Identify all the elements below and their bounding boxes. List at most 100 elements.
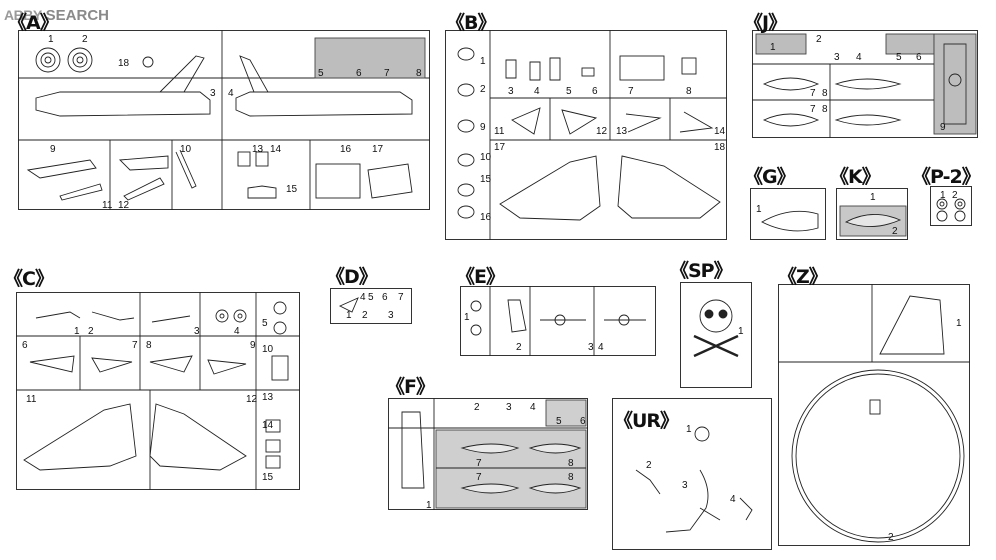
part-number-b-17: 17: [494, 142, 506, 153]
sprue-e-art: [470, 286, 646, 356]
part-number-a-8: 8: [416, 68, 422, 79]
part-number-f-1: 1: [426, 500, 432, 511]
part-number-d-3: 6: [382, 292, 388, 303]
label-sprue-j: 《J》: [744, 12, 787, 34]
sprue-frame-ur: [612, 398, 772, 550]
part-number-b-3: 3: [508, 86, 514, 97]
part-number-c-7: 7: [132, 340, 138, 351]
part-number-a-11: 11: [102, 200, 113, 211]
part-number-j-11: 9: [940, 122, 946, 133]
part-number-a-14: 14: [270, 144, 282, 155]
part-number-c-1: 1: [74, 326, 80, 337]
part-number-a-18: 18: [118, 58, 130, 69]
part-number-f-5: 5: [556, 416, 562, 427]
part-number-d-6: 2: [362, 310, 368, 321]
sprue-b-art: [457, 30, 727, 240]
label-sprue-f: 《F》: [386, 376, 435, 398]
part-number-f-9: 7: [476, 472, 482, 483]
part-number-p2-1: 1: [940, 190, 946, 201]
part-number-c-8: 8: [146, 340, 152, 351]
part-number-a-2: 2: [82, 34, 88, 45]
part-number-c-13: 13: [262, 392, 274, 403]
part-number-b-14: 14: [714, 126, 726, 137]
sprue-f-art: [388, 398, 588, 510]
part-number-a-16: 16: [340, 144, 352, 155]
sprue-j-art: [752, 33, 977, 138]
part-number-c-9: 9: [250, 340, 256, 351]
part-number-c-4: 4: [234, 326, 240, 337]
part-number-a-9: 9: [50, 144, 56, 155]
part-number-b-9: 9: [480, 122, 486, 133]
part-number-a-3: 3: [210, 88, 216, 99]
part-number-f-10: 8: [568, 472, 574, 483]
part-number-e-3: 3: [588, 342, 594, 353]
part-number-j-4: 4: [856, 52, 862, 63]
logo-mark: ABBY: [4, 7, 42, 23]
part-number-a-15: 15: [286, 184, 298, 195]
part-number-b-6: 6: [592, 86, 598, 97]
part-number-c-11: 11: [26, 394, 37, 405]
part-number-b-8: 8: [686, 86, 692, 97]
part-number-b-12: 12: [596, 126, 608, 137]
part-number-ur-2: 2: [646, 460, 652, 471]
part-number-j-9: 7: [810, 104, 816, 115]
part-number-g-1: 1: [756, 204, 762, 215]
part-number-f-6: 6: [580, 416, 586, 427]
part-number-d-7: 3: [388, 310, 394, 321]
part-number-f-7: 7: [476, 458, 482, 469]
part-number-a-4: 4: [228, 88, 234, 99]
sprue-frame-b: [445, 30, 727, 240]
part-number-d-4: 7: [398, 292, 404, 303]
label-sprue-a: 《A》: [8, 12, 59, 34]
part-number-b-16: 16: [480, 212, 492, 223]
part-number-b-15: 15: [480, 174, 492, 185]
sprue-frame-d: [330, 288, 412, 324]
sprue-frame-e: [460, 286, 656, 356]
label-sprue-z: 《Z》: [778, 266, 828, 288]
sprue-a-art: [18, 30, 430, 210]
part-number-c-3: 3: [194, 326, 200, 337]
label-sprue-sp: 《SP》: [670, 260, 733, 282]
part-number-ur-3: 3: [682, 480, 688, 491]
part-number-c-15: 15: [262, 472, 274, 483]
site-logo[interactable]: ABBY SEARCH: [4, 4, 109, 26]
part-number-a-12: 12: [118, 200, 130, 211]
part-number-b-11: 11: [494, 126, 505, 137]
part-number-j-7: 7: [810, 88, 816, 99]
sprue-ur-art: [635, 426, 753, 533]
part-number-a-17: 17: [372, 144, 384, 155]
part-number-f-2: 2: [474, 402, 480, 413]
label-sprue-e: 《E》: [456, 266, 505, 288]
part-number-sp-1: 1: [738, 326, 744, 337]
part-number-e-2: 2: [516, 342, 522, 353]
label-sprue-g: 《G》: [744, 166, 796, 188]
part-number-c-5: 5: [262, 318, 268, 329]
part-number-a-10: 10: [180, 144, 192, 155]
part-number-f-8: 8: [568, 458, 574, 469]
part-number-z-1: 1: [956, 318, 962, 329]
part-number-c-14: 14: [262, 420, 274, 431]
sprue-g-art: [761, 210, 819, 232]
label-sprue-ur: 《UR》: [614, 410, 679, 432]
sprue-z-art: [778, 284, 970, 543]
part-number-e-1: 1: [464, 312, 470, 323]
part-number-b-13: 13: [616, 126, 628, 137]
part-number-c-12: 12: [246, 394, 258, 405]
label-sprue-b: 《B》: [446, 12, 496, 34]
part-number-f-4: 4: [530, 402, 536, 413]
part-number-p2-2: 2: [952, 190, 958, 201]
part-number-b-5: 5: [566, 86, 572, 97]
part-number-a-6: 6: [356, 68, 362, 79]
part-number-b-10: 10: [480, 152, 492, 163]
part-number-c-2: 2: [88, 326, 94, 337]
part-number-b-7: 7: [628, 86, 634, 97]
part-number-j-6: 6: [916, 52, 922, 63]
part-number-j-3: 3: [834, 52, 840, 63]
part-number-b-1: 1: [480, 56, 486, 67]
sprue-frame-g: [750, 188, 826, 240]
part-number-a-5: 5: [318, 68, 324, 79]
label-sprue-k: 《K》: [830, 166, 881, 188]
part-number-e-4: 4: [598, 342, 604, 353]
part-number-z-2: 2: [888, 532, 894, 543]
part-number-k-2: 2: [892, 226, 898, 237]
